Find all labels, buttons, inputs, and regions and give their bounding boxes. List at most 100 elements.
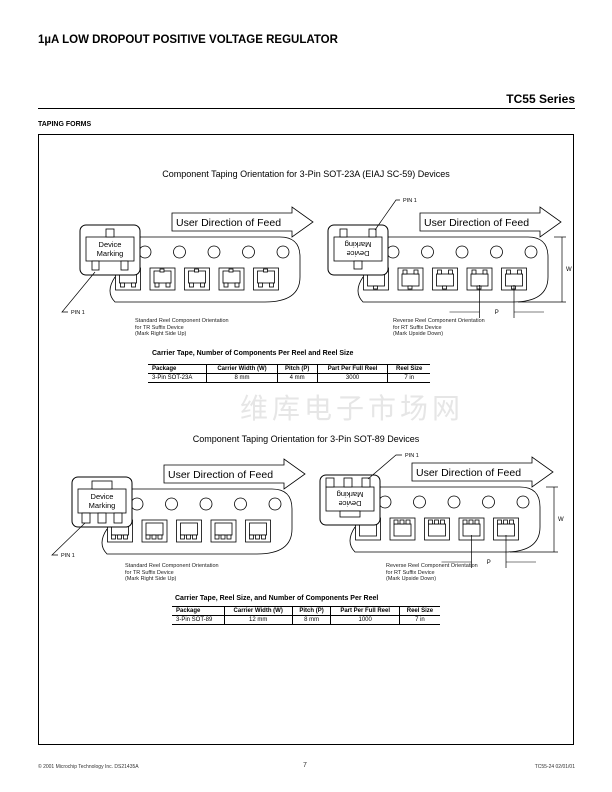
device-lead: [81, 512, 91, 524]
sprocket-hole: [524, 245, 538, 259]
component-lead: [263, 268, 268, 273]
caption-line: for RT Suffix Device: [393, 324, 442, 331]
component-lead: [474, 519, 480, 525]
series-label: TC55 Series: [506, 92, 575, 106]
feed-direction-arrow: [419, 206, 562, 238]
component-lead: [413, 269, 419, 275]
caption-line: for TR Suffix Device: [125, 569, 174, 576]
sprocket-hole: [130, 497, 144, 511]
caption-line: Reverse Reel Component Orientation: [393, 318, 485, 324]
feed-direction-label: User Direction of Feed: [168, 469, 273, 481]
pitch-label: P: [487, 560, 491, 566]
figure-frame: [38, 134, 574, 745]
component-lead: [393, 519, 399, 525]
sprocket-hole: [447, 495, 461, 509]
device-lead: [97, 512, 107, 524]
component-lead: [228, 268, 234, 273]
feed-direction-label: User Direction of Feed: [416, 467, 521, 479]
sprocket-hole: [276, 245, 290, 259]
component-lead: [517, 269, 522, 275]
component-body: [462, 523, 481, 537]
col-header: Part Per Full Reel: [330, 606, 400, 616]
sprocket-hole: [173, 245, 186, 259]
col-header: Part Per Full Reel: [316, 364, 388, 374]
component-lead: [434, 519, 439, 525]
component-body: [257, 270, 275, 284]
component-lead: [157, 534, 163, 540]
component-lead: [123, 534, 128, 540]
caption-line: Reverse Reel Component Orientation: [386, 563, 478, 569]
sprocket-hole: [234, 497, 247, 511]
sprocket-hole: [421, 245, 434, 259]
component-lead: [220, 534, 226, 540]
pin1-leader-line: [367, 454, 402, 480]
component-lead: [269, 282, 274, 288]
component-lead: [200, 282, 205, 288]
component-lead: [405, 519, 411, 525]
component-body: [497, 523, 515, 537]
sprocket-hole: [207, 245, 221, 259]
component-body: [180, 522, 198, 536]
component-lead: [189, 282, 194, 288]
device-tab: [91, 480, 113, 490]
component-lead: [440, 519, 445, 525]
component-body: [401, 273, 420, 287]
component-lead: [180, 534, 185, 540]
document-title: 1µA LOW DROPOUT POSITIVE VOLTAGE REGULAT…: [38, 34, 338, 46]
device-lead: [105, 228, 115, 238]
device-body: [333, 236, 383, 262]
component-body: [505, 273, 523, 287]
component-lead: [154, 282, 160, 288]
diagram-1-title: Component Taping Orientation for 3-Pin S…: [162, 169, 450, 179]
component-lead: [437, 269, 442, 275]
component-lead: [509, 519, 514, 525]
pin1-leader-line: [61, 271, 96, 313]
device-marking-text: Marking: [89, 501, 116, 510]
component-lead: [471, 269, 477, 275]
pin1-leader-line: [374, 199, 400, 231]
component-lead: [131, 282, 136, 288]
sprocket-hole: [455, 245, 469, 259]
caption-d2-left: Standard Reel Component Orientation for …: [125, 563, 219, 583]
feed-direction-label: User Direction of Feed: [424, 217, 529, 229]
device-marking-text: Marking: [345, 240, 372, 249]
sprocket-hole: [386, 245, 400, 259]
col-header: Carrier Width (W): [223, 606, 293, 616]
footer-copyright: © 2001 Microchip Technology Inc. DS21435…: [38, 764, 139, 770]
component-lead: [399, 519, 405, 525]
component-lead: [151, 534, 157, 540]
component-body: [153, 270, 172, 284]
header-rule: [38, 108, 575, 109]
component-lead: [226, 534, 232, 540]
table-1: Package Carrier Width (W) Pitch (P) Part…: [148, 364, 430, 383]
footer-page-number: 7: [303, 762, 307, 769]
component-lead: [165, 282, 171, 288]
component-lead: [194, 268, 199, 273]
sprocket-hole: [378, 495, 392, 509]
sprocket-hole: [482, 495, 495, 509]
col-header: Reel Size: [387, 364, 430, 374]
feed-direction-arrow: [163, 458, 306, 490]
component-lead: [120, 282, 125, 288]
component-lead: [192, 534, 197, 540]
caption-line: for RT Suffix Device: [386, 569, 435, 576]
cell: 12 mm: [223, 615, 293, 625]
component-body: [222, 270, 241, 284]
cell: 7 in: [387, 373, 430, 383]
cell: 8 mm: [206, 373, 278, 383]
cell: 3-Pin SOT-23A: [148, 373, 207, 383]
device-lead: [339, 228, 348, 238]
component-body: [428, 523, 446, 537]
pin1-leader-line: [51, 522, 86, 556]
caption-line: (Mark Right Side Up): [125, 576, 177, 582]
table-row: 3-Pin SOT-89 12 mm 8 mm 1000 7 in: [172, 615, 440, 625]
device-marking-text: Marking: [337, 490, 364, 499]
component-lead: [428, 519, 433, 525]
feed-direction-label: User Direction of Feed: [176, 217, 281, 229]
component-lead: [261, 534, 266, 540]
